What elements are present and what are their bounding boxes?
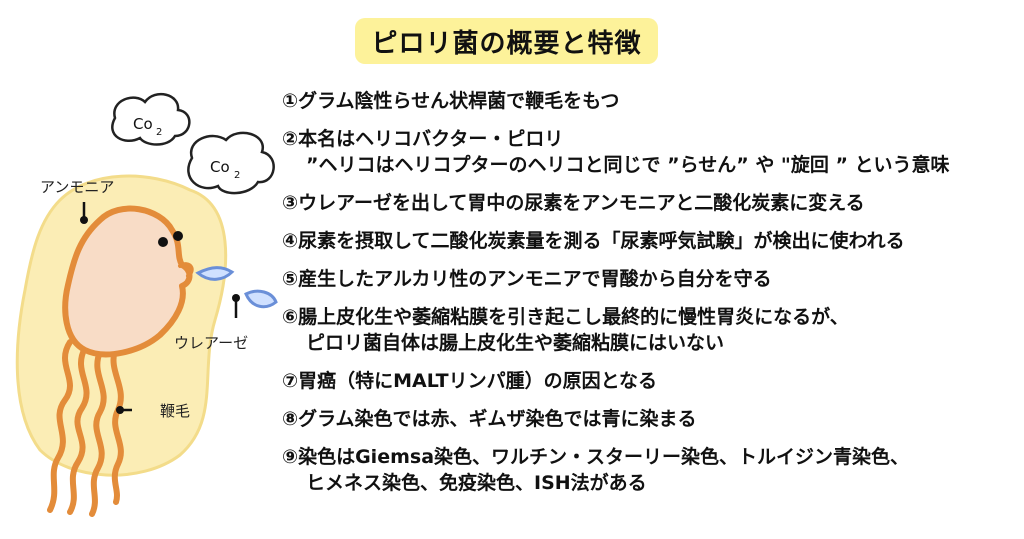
list-item: ②本名はヘリコバクター・ピロリ ”ヘリコはヘリコプターのヘリコと同じで ”らせん… (282, 128, 950, 176)
list-item: ⑨染色はGiemsa染色、ワルチン・スターリー染色、トルイジン青染色、 ヒメネス… (282, 446, 910, 494)
svg-text:2: 2 (156, 127, 162, 138)
co2-cloud-2: Co 2 (187, 131, 275, 195)
label-flagellum: 鞭毛 (160, 402, 191, 420)
label-urease: ウレアーゼ (174, 334, 249, 352)
list-item: ⑧グラム染色では赤、ギムザ染色では青に染まる (282, 408, 697, 430)
eye-right (173, 231, 183, 241)
flagella (47, 339, 124, 517)
feature-list: ①グラム陰性らせん状桿菌で鞭毛をもつ ②本名はヘリコバクター・ピロリ ”ヘリコは… (282, 88, 1020, 508)
urease-droplet-2 (244, 289, 278, 309)
urease-droplet-1 (195, 266, 235, 281)
co2-cloud-1: Co 2 (111, 92, 191, 146)
list-item: ⑦胃癌（特にMALTリンパ腫）の原因となる (282, 370, 658, 392)
bacterium-body (62, 205, 193, 358)
co2-label-1: Co (133, 115, 153, 133)
list-item: ④尿素を摂取して二酸化炭素量を測る「尿素呼気試験」が検出に使われる (282, 230, 905, 252)
svg-text:2: 2 (234, 170, 240, 181)
list-item: ③ウレアーゼを出して胃中の尿素をアンモニアと二酸化炭素に変える (282, 192, 865, 214)
label-ammonia: アンモニア (40, 178, 115, 196)
list-item: ⑥腸上皮化生や萎縮粘膜を引き起こし最終的に慢性胃炎になるが、 ピロリ菌自体は腸上… (282, 306, 849, 354)
title-banner: ピロリ菌の概要と特徴 (355, 18, 658, 64)
page-title: ピロリ菌の概要と特徴 (371, 28, 642, 59)
mouth (178, 262, 194, 278)
list-item: ⑤産生したアルカリ性のアンモニアで胃酸から自分を守る (282, 268, 772, 290)
co2-label-2: Co (210, 158, 230, 176)
eye-left (158, 237, 168, 247)
list-item: ①グラム陰性らせん状桿菌で鞭毛をもつ (282, 90, 620, 112)
helicobacter-illustration: Co 2 Co 2 (15, 92, 278, 517)
